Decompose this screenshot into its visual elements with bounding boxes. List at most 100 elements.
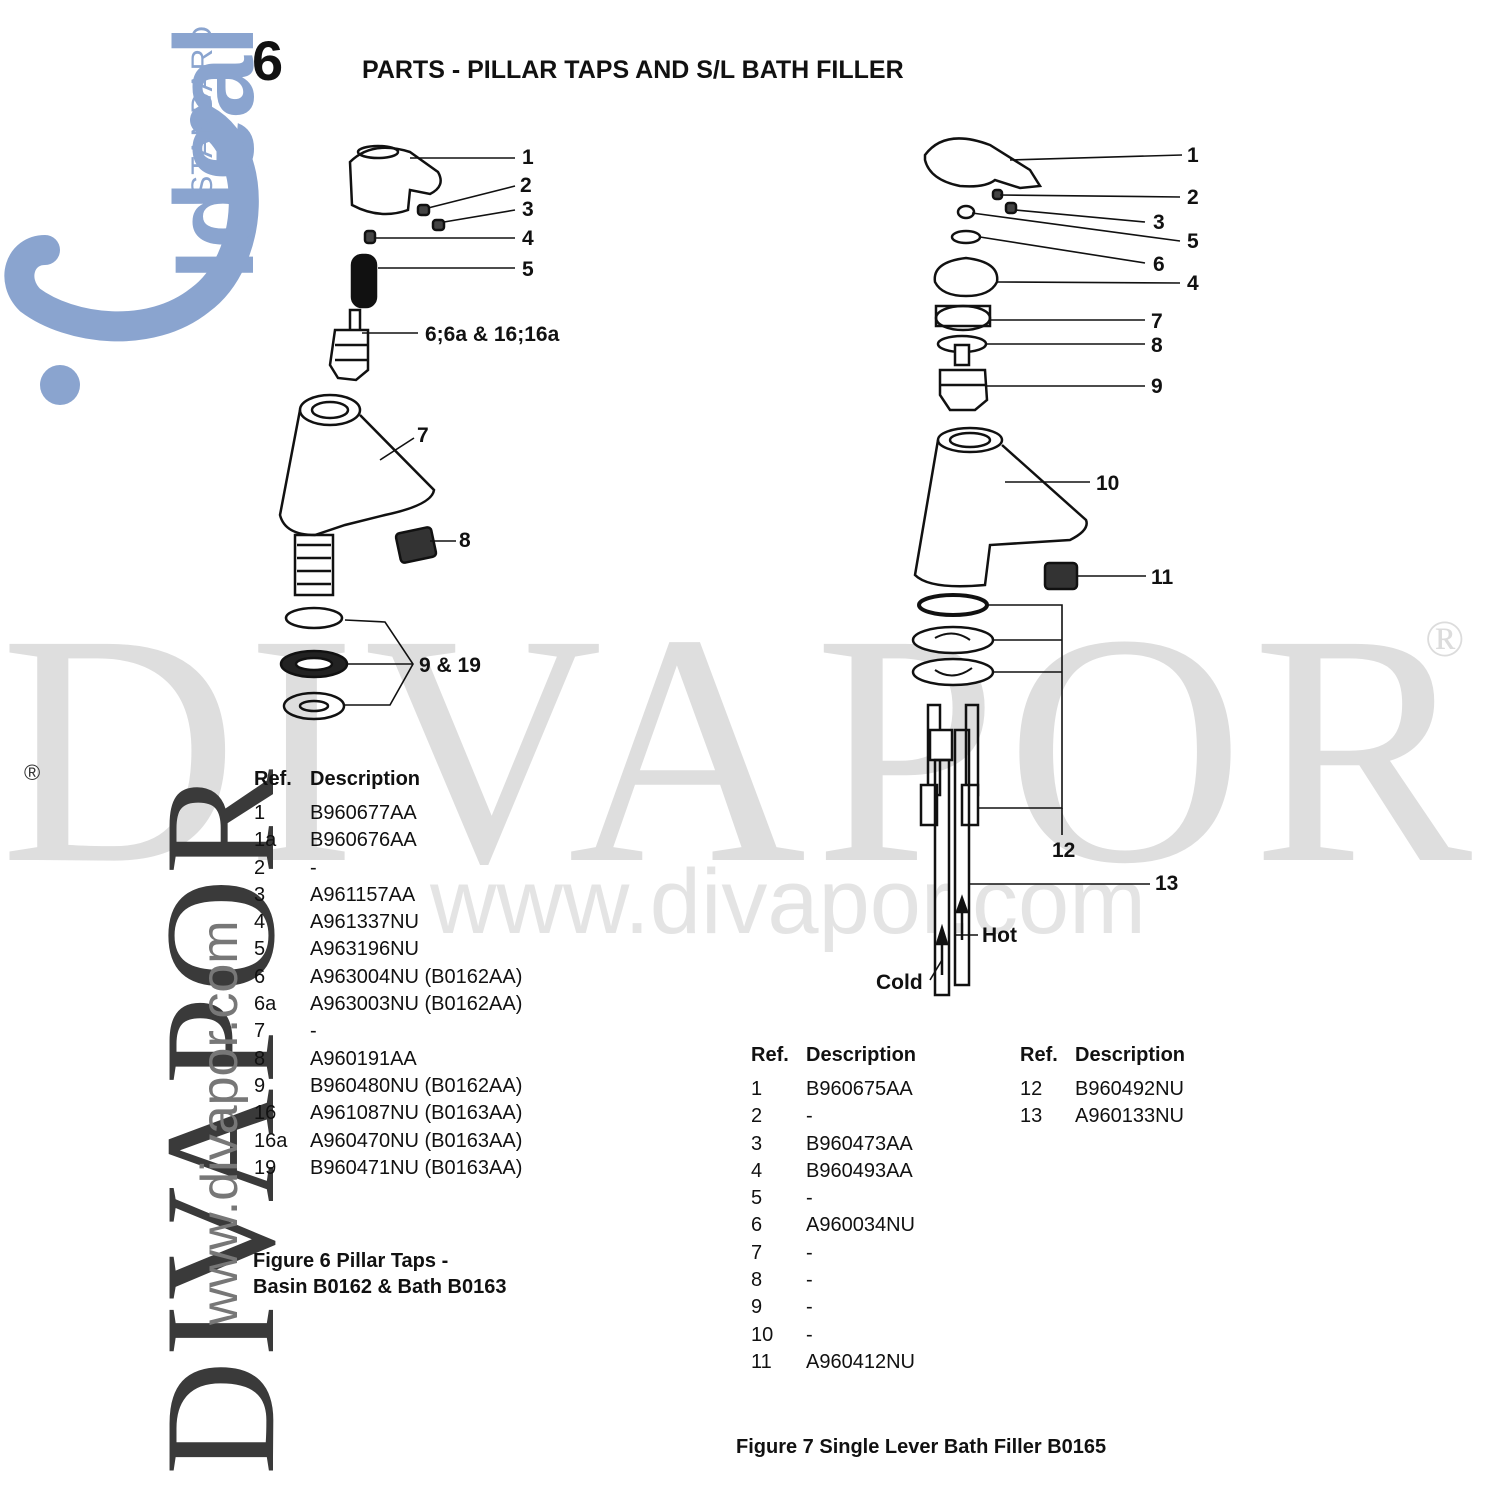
part-ref: 16 xyxy=(254,1102,277,1125)
fig7-studs-and-tails xyxy=(919,703,980,997)
fig6-callout-7: 7 xyxy=(417,424,429,447)
fig6-cartridge xyxy=(328,308,370,382)
part-ref: 9 xyxy=(254,1074,266,1097)
part-number: A960034NU xyxy=(806,1214,915,1237)
fig6-callout-4: 4 xyxy=(522,227,534,250)
part-number: A963196NU xyxy=(310,938,419,961)
fig6-callout-5: 5 xyxy=(522,258,534,281)
part-ref: 13 xyxy=(1020,1105,1043,1128)
fig6-callout-2: 2 xyxy=(520,174,532,197)
fig7-callout-4: 4 xyxy=(1187,272,1199,295)
fig7-callout-2: 2 xyxy=(1187,186,1199,209)
part-number: A961087NU (B0163AA) xyxy=(310,1102,523,1125)
part-ref: 6 xyxy=(751,1214,763,1237)
part-ref: 8 xyxy=(254,1047,266,1070)
table-row: 12 B960492NU xyxy=(1020,1078,1185,1105)
desc-header: Description xyxy=(310,768,421,790)
part-number: B960675AA xyxy=(806,1078,913,1100)
ideal-standard-logo-icon xyxy=(4,105,259,405)
table-row: 5 A963196NU xyxy=(254,938,522,965)
part-ref: 3 xyxy=(254,883,266,906)
fig6-small-screws xyxy=(363,203,446,245)
part-ref: 5 xyxy=(751,1187,763,1210)
part-ref: 9 xyxy=(751,1296,763,1319)
table-row: 5- xyxy=(751,1187,916,1214)
part-ref: 6 xyxy=(254,965,266,988)
watermark-registered-mark: ® xyxy=(1425,611,1465,668)
fig6-callout-6: 6;6a & 16;16a xyxy=(425,323,560,346)
part-ref: 19 xyxy=(254,1156,277,1179)
part-ref: 5 xyxy=(254,938,266,961)
fig7-caption: Figure 7 Single Lever Bath Filler B0165 xyxy=(736,1436,1107,1458)
table-row: 4 B960493AA xyxy=(751,1160,916,1187)
part-number: B960493AA xyxy=(806,1159,913,1182)
fig7-callout-3: 3 xyxy=(1153,211,1165,234)
fig7-callout-13: 13 xyxy=(1155,872,1179,895)
part-number: - xyxy=(806,1296,813,1319)
part-number: B960480NU (B0162AA) xyxy=(310,1074,523,1097)
part-ref: 2 xyxy=(751,1105,763,1128)
part-ref: 11 xyxy=(751,1350,772,1373)
part-ref: 8 xyxy=(751,1269,763,1292)
fig7-aerator xyxy=(1043,561,1079,591)
fig7-callout-9: 9 xyxy=(1151,375,1163,398)
fig6-caption-line2: Basin B0162 & Bath B0163 xyxy=(253,1276,507,1298)
part-number: A960191AA xyxy=(310,1047,417,1070)
fig7-body xyxy=(913,426,1088,588)
fig6-callout-8: 8 xyxy=(459,529,471,552)
part-number: - xyxy=(806,1187,813,1210)
table-row: 10- xyxy=(751,1324,916,1351)
watermark-brand: DIVAPOR xyxy=(0,567,1481,932)
table-row: 9 B960480NU (B0162AA) xyxy=(254,1075,522,1102)
part-ref: 12 xyxy=(1020,1078,1043,1100)
part-number: A960412NU xyxy=(806,1350,915,1373)
table-row: 9- xyxy=(751,1296,916,1323)
part-ref: 1 xyxy=(751,1078,763,1100)
page-number: 6 xyxy=(252,29,284,92)
part-ref: 16a xyxy=(254,1129,288,1152)
part-number: A963003NU (B0162AA) xyxy=(310,993,523,1016)
part-ref: 3 xyxy=(751,1132,763,1155)
fig6-washers xyxy=(279,606,349,721)
table-row: 6 A960034NU xyxy=(751,1214,916,1241)
part-number: - xyxy=(310,1020,317,1043)
table-row: 1 B960675AA xyxy=(751,1078,916,1105)
part-number: - xyxy=(806,1241,813,1264)
table-row: 8 A960191AA xyxy=(254,1048,522,1075)
fig7-lever-handle xyxy=(923,137,1043,190)
fig7-callout-8: 8 xyxy=(1151,334,1163,357)
ref-header: Ref. xyxy=(1020,1044,1058,1066)
fig6-caption: Figure 6 Pillar Taps - Basin B0162 & Bat… xyxy=(253,1248,506,1300)
fig7-parts-table-b: Ref. Description 12 B960492NU 13 A960133NU xyxy=(1020,1044,1185,1133)
part-number: - xyxy=(806,1323,813,1346)
part-number: - xyxy=(806,1269,813,1292)
fig7-flow-arrows xyxy=(935,894,969,975)
desc-header: Description xyxy=(1075,1044,1186,1066)
part-number: B960677AA xyxy=(310,802,417,824)
part-number: B960471NU (B0163AA) xyxy=(310,1156,523,1179)
fig7-cartridge xyxy=(938,343,989,412)
table-row: 19 B960471NU (B0163AA) xyxy=(254,1157,522,1184)
fig7-callout-7: 7 xyxy=(1151,310,1163,333)
table-row: 11 A960412NU xyxy=(751,1351,916,1378)
fig6-callout-9-19: 9 & 19 xyxy=(419,654,481,677)
fig7-callout-1: 1 xyxy=(1187,144,1199,167)
table-header: Ref.Description xyxy=(254,768,522,802)
part-number: A960133NU xyxy=(1075,1105,1184,1128)
table-row: 2- xyxy=(254,857,522,884)
part-number: A960470NU (B0163AA) xyxy=(310,1129,523,1152)
fig7-callout-10: 10 xyxy=(1096,472,1120,495)
fig6-leader-lines xyxy=(344,157,516,706)
part-ref: 7 xyxy=(751,1241,763,1264)
part-number: B960492NU xyxy=(1075,1078,1184,1100)
ref-header: Ref. xyxy=(751,1044,789,1066)
table-header: Ref. Description xyxy=(1020,1044,1185,1078)
table-row: 16 A961087NU (B0163AA) xyxy=(254,1102,522,1129)
part-ref: 4 xyxy=(751,1159,763,1182)
fig6-callout-1: 1 xyxy=(522,146,534,169)
